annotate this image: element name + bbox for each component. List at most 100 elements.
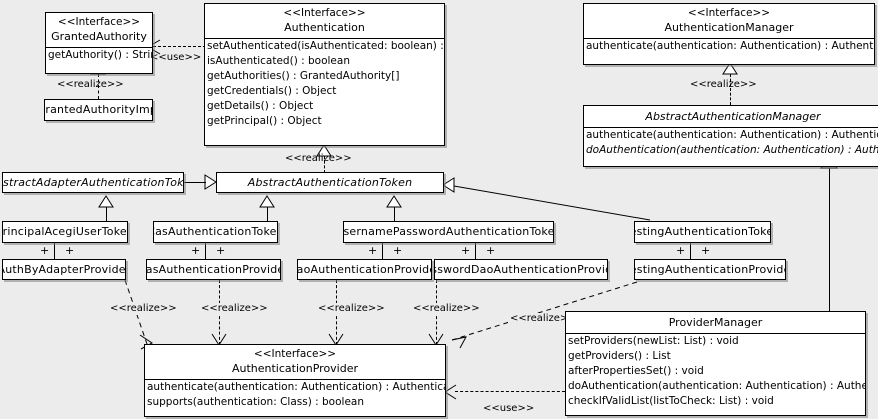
generalization-triangle-principal-acegi-token (98, 195, 114, 208)
compartment-divider (566, 333, 865, 334)
class-name-principal-acegi-user-token: PrincipalAcegiUserToken (2, 225, 128, 238)
class-name-testing-authentication-token: TestingAuthenticationToken (635, 225, 770, 238)
compartment-divider (205, 38, 444, 39)
association-line-cas-token-to-cas-provider (205, 243, 206, 260)
class-name-username-password-authentication-token: UsernamePasswordAuthenticationToken (343, 225, 554, 238)
class-authentication[interactable]: <<Interface>> Authentication setAuthenti… (204, 3, 445, 146)
compartment-divider (145, 379, 445, 380)
association-plus-marker: + (393, 244, 403, 257)
generalization-triangle-cas-token (259, 195, 275, 208)
realize-label-password-dao-provider: <<realize>> (411, 303, 482, 315)
realize-line-abstract-token (324, 156, 325, 173)
class-name-provider-manager: ProviderManager (668, 316, 763, 329)
class-password-dao-authentication-provider[interactable]: PasswordDaoAuthenticationProvider (434, 259, 608, 280)
realize-arrowhead-testing-provider (451, 336, 467, 349)
member-checkIfValidList: checkIfValidList(listToCheck: List) : vo… (568, 395, 774, 407)
members-provider-manager: setProviders(newList: List) : void getPr… (566, 334, 865, 409)
generalization-line-adapter-token (184, 182, 206, 183)
member-getPrincipal: getPrincipal() : Object (207, 115, 322, 127)
class-testing-authentication-provider[interactable]: TestingAuthenticationProvider (634, 259, 786, 280)
class-principal-acegi-user-token[interactable]: PrincipalAcegiUserToken (2, 221, 128, 243)
generalization-line-cas-token (267, 207, 268, 221)
class-abstract-authentication-token[interactable]: AbstractAuthenticationToken (216, 172, 444, 193)
class-name-authentication: Authentication (284, 21, 365, 34)
members-authentication: setAuthenticated(isAuthenticated: boolea… (205, 39, 444, 129)
class-cas-authentication-token[interactable]: CasAuthenticationToken (153, 221, 278, 243)
class-name-abstract-adapter-authentication-token: AbstractAdapterAuthenticationToken (3, 175, 184, 189)
class-testing-authentication-token[interactable]: TestingAuthenticationToken (634, 221, 771, 243)
association-line-username-token-to-password-dao-provider (475, 243, 476, 260)
member-getDetails: getDetails() : Object (207, 100, 314, 112)
class-name-testing-authentication-provider: TestingAuthenticationProvider (635, 262, 785, 276)
association-plus-marker: + (486, 244, 496, 257)
class-header-granted-authority: <<Interface>> GrantedAuthority (46, 13, 152, 47)
association-plus-marker: + (368, 244, 378, 257)
class-header-authentication-manager: <<Interface>> AuthenticationManager (584, 4, 874, 38)
member-authenticate: authenticate(authentication: Authenticat… (147, 381, 445, 393)
member-isAuthenticated: isAuthenticated() : boolean (207, 55, 350, 67)
use-line-provider-manager (455, 391, 565, 392)
use-arrowhead-provider-manager (444, 384, 457, 400)
member-getAuthorities: getAuthorities() : GrantedAuthority[] (207, 70, 400, 82)
realize-label-abstract-token: <<realize>> (285, 153, 352, 164)
association-plus-marker: + (40, 244, 50, 257)
class-provider-manager[interactable]: ProviderManager setProviders(newList: Li… (565, 311, 866, 416)
stereotype-interface: <<Interface>> (253, 348, 337, 360)
compartment-divider (584, 38, 874, 39)
realize-label-cas-provider: <<realize>> (199, 303, 270, 315)
association-line-principal-acegi-to-authbyadapter (54, 243, 55, 260)
association-plus-marker: + (65, 244, 75, 257)
realize-line-granted-authority-impl (98, 74, 99, 99)
stereotype-interface: <<Interface>> (687, 7, 771, 19)
use-line-granted-authority (148, 46, 206, 47)
association-line-testing-token-to-testing-provider (690, 243, 691, 260)
compartment-divider (584, 127, 878, 128)
class-name-password-dao-authentication-provider: PasswordDaoAuthenticationProvider (435, 262, 607, 276)
class-cas-authentication-provider[interactable]: CasAuthenticationProvider (146, 259, 281, 280)
member-authenticate: authenticate(authentication: Authenticat… (586, 40, 874, 52)
class-dao-authentication-provider[interactable]: DaoAuthenticationProvider (297, 259, 432, 280)
class-username-password-authentication-token[interactable]: UsernamePasswordAuthenticationToken (343, 221, 554, 243)
member-doAuthentication: doAuthentication(authentication: Authent… (586, 144, 878, 156)
member-setAuthenticated: setAuthenticated(isAuthenticated: boolea… (207, 40, 444, 52)
members-granted-authority: getAuthority() : String (46, 48, 152, 63)
class-granted-authority[interactable]: <<Interface>> GrantedAuthority getAuthor… (45, 12, 153, 74)
class-name-granted-authority-impl: GrantedAuthorityImpl (45, 103, 152, 116)
use-label-provider-manager: <<use>> (483, 403, 535, 414)
generalization-triangle-username-password-token (386, 195, 402, 208)
member-setProviders: setProviders(newList: List) : void (568, 335, 739, 347)
member-getAuthority: getAuthority() : String (48, 49, 152, 61)
association-plus-marker: + (461, 244, 471, 257)
class-name-cas-authentication-provider: CasAuthenticationProvider (146, 262, 280, 276)
class-header-abstract-authentication-manager: AbstractAuthenticationManager (584, 106, 878, 127)
stereotype-interface: <<Interface>> (283, 7, 366, 19)
association-plus-marker: + (191, 244, 201, 257)
class-header-provider-manager: ProviderManager (566, 312, 865, 333)
class-header-authentication-provider: <<Interface>> AuthenticationProvider (145, 345, 445, 379)
class-abstract-authentication-manager[interactable]: AbstractAuthenticationManager authentica… (583, 105, 878, 167)
stereotype-interface: <<Interface>> (57, 16, 141, 28)
member-getProviders: getProviders() : List (568, 350, 671, 362)
class-name-abstract-authentication-manager: AbstractAuthenticationManager (645, 110, 821, 123)
class-header-authentication: <<Interface>> Authentication (205, 4, 444, 38)
members-abstract-authentication-manager: authenticate(authentication: Authenticat… (584, 128, 878, 158)
generalization-line-principal-acegi-token (106, 207, 107, 221)
class-name-abstract-authentication-token: AbstractAuthenticationToken (247, 175, 413, 189)
association-plus-marker: + (216, 244, 226, 257)
class-granted-authority-impl[interactable]: GrantedAuthorityImpl (44, 99, 153, 121)
generalization-line-testing-token (453, 185, 651, 221)
class-name-auth-by-adapter-provider: AuthByAdapterProvider (2, 262, 126, 276)
member-supports: supports(authentication: Class) : boolea… (147, 396, 364, 408)
generalization-line-provider-manager (829, 168, 830, 311)
member-getCredentials: getCredentials() : Object (207, 85, 337, 97)
class-abstract-adapter-authentication-token[interactable]: AbstractAdapterAuthenticationToken (2, 172, 184, 193)
class-name-dao-authentication-provider: DaoAuthenticationProvider (297, 262, 431, 276)
class-name-authentication-manager: AuthenticationManager (664, 21, 794, 34)
class-authentication-provider[interactable]: <<Interface>> AuthenticationProvider aut… (144, 344, 446, 417)
realize-line-abstract-auth-manager (730, 74, 731, 105)
realize-label-testing-provider: <<realize>> (508, 313, 579, 325)
realize-label-granted-authority-impl: <<realize>> (57, 79, 124, 90)
class-auth-by-adapter-provider[interactable]: AuthByAdapterProvider (2, 259, 126, 280)
class-authentication-manager[interactable]: <<Interface>> AuthenticationManager auth… (583, 3, 875, 65)
